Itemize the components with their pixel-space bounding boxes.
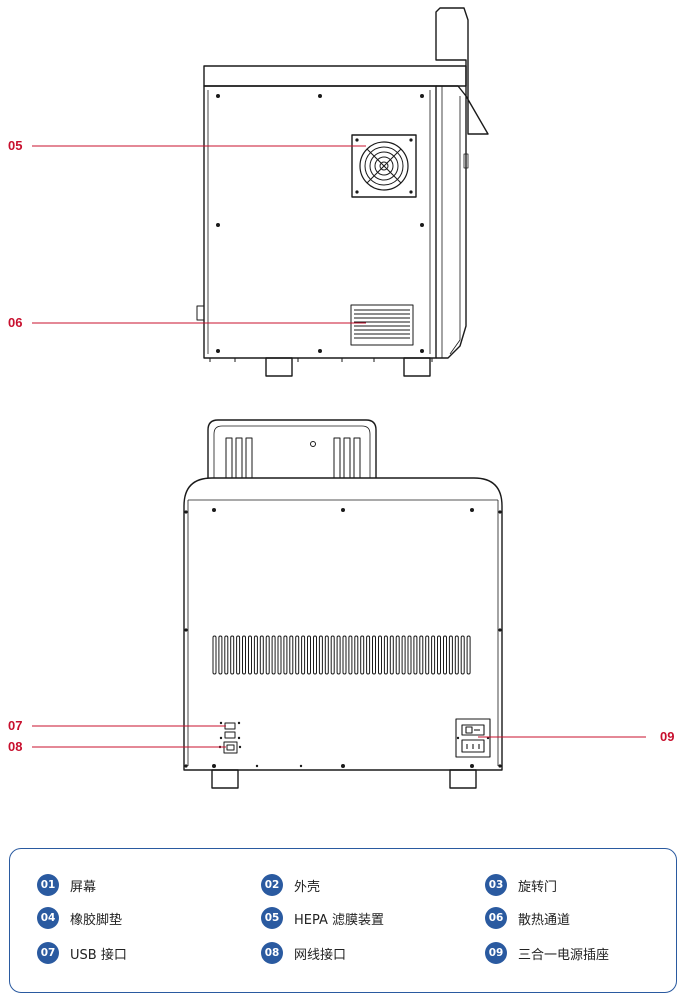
side-top-rim (203, 65, 467, 87)
grille-slot (419, 635, 424, 675)
grille-slot (360, 635, 365, 675)
grille-slot (301, 635, 306, 675)
grille-slot (466, 635, 471, 675)
grille-slot (383, 635, 388, 675)
grille-slot (460, 635, 465, 675)
grille-slot (378, 635, 382, 675)
legend-label: 外壳 (294, 879, 321, 895)
grille-slot (348, 635, 353, 675)
back-body (183, 477, 503, 771)
grille-slot (395, 635, 400, 675)
grille-slot (277, 635, 282, 675)
grille-slot (389, 635, 394, 675)
legend-label: 橡胶脚垫 (70, 912, 123, 928)
legend-label: 屏幕 (70, 879, 97, 895)
grille-slot (437, 635, 441, 675)
grille-slot (242, 635, 246, 675)
legend-badge: 09 (485, 942, 507, 964)
legend-label: 网线接口 (294, 947, 347, 963)
grille-slot (330, 635, 335, 675)
grille-slot (313, 635, 317, 675)
back-screws (184, 508, 502, 768)
grille-slot (248, 635, 252, 675)
grille-slot (253, 635, 258, 675)
callout-08: 08 (8, 739, 23, 754)
side-vent (350, 304, 414, 346)
legend-label: 旋转门 (518, 879, 558, 895)
grille-slot (283, 635, 288, 675)
callout-06: 06 (8, 315, 23, 330)
grille-slot (295, 635, 300, 675)
back-foot-left (211, 769, 239, 789)
power-socket (455, 718, 491, 758)
legend-item-03: 03 旋转门 (485, 874, 557, 896)
legend-item-01: 01 屏幕 (37, 874, 96, 896)
grille-slot (354, 635, 359, 675)
legend-badge: 02 (261, 874, 283, 896)
legend-badge: 08 (261, 942, 283, 964)
legend-item-05: 05 HEPA 滤膜装置 (261, 907, 384, 929)
legend-item-09: 09 三合一电源插座 (485, 942, 609, 964)
grille-slot (454, 635, 459, 675)
back-upper-slots (225, 437, 361, 479)
grille-slot (318, 635, 323, 675)
grille-slot (425, 635, 430, 675)
grille-slot (324, 635, 329, 675)
usb-ports (219, 721, 241, 740)
callout-07: 07 (8, 718, 23, 733)
grille-slot (413, 635, 418, 675)
side-body (203, 85, 437, 359)
grille-slot (336, 635, 341, 675)
side-foot-right (403, 357, 431, 377)
side-foot-left (265, 357, 293, 377)
side-screws (216, 94, 424, 353)
hepa-fan (351, 134, 417, 198)
legend-item-02: 02 外壳 (261, 874, 320, 896)
legend-label: 三合一电源插座 (518, 947, 610, 963)
legend-box: 01 屏幕 02 外壳 03 旋转门 04 橡胶脚垫 05 HEPA 滤膜装置 … (9, 848, 677, 993)
legend-badge: 04 (37, 907, 59, 929)
legend-badge: 06 (485, 907, 507, 929)
grille-slot (443, 635, 447, 675)
legend-label: 散热通道 (518, 912, 571, 928)
legend-item-06: 06 散热通道 (485, 907, 570, 929)
grille-slot (342, 635, 347, 675)
legend-badge: 05 (261, 907, 283, 929)
legend-label: HEPA 滤膜装置 (294, 912, 385, 928)
back-foot-right (449, 769, 477, 789)
back-vent-grille (212, 635, 471, 675)
grille-slot (224, 635, 229, 675)
callout-09: 09 (660, 729, 675, 744)
legend-badge: 03 (485, 874, 507, 896)
grille-slot (236, 635, 241, 675)
side-view (196, 7, 489, 377)
grille-slot (230, 635, 235, 675)
grille-slot (212, 635, 217, 675)
back-view (183, 419, 503, 789)
grille-slot (271, 635, 276, 675)
grille-slot (372, 635, 376, 675)
side-door-profile (436, 85, 467, 359)
grille-slot (366, 635, 371, 675)
grille-slot (218, 635, 223, 675)
callout-05: 05 (8, 138, 23, 153)
side-screen (435, 7, 489, 135)
callout-leaders (32, 145, 646, 748)
grille-slot (265, 635, 270, 675)
grille-slot (448, 635, 453, 675)
grille-slot (401, 635, 406, 675)
grille-slot (289, 635, 294, 675)
grille-slot (407, 635, 412, 675)
legend-badge: 07 (37, 942, 59, 964)
grille-slot (431, 635, 436, 675)
legend-item-04: 04 橡胶脚垫 (37, 907, 122, 929)
grille-slot (307, 635, 311, 675)
grille-slot (259, 635, 264, 675)
legend-badge: 01 (37, 874, 59, 896)
back-upper-panel (207, 419, 377, 478)
legend-item-08: 08 网线接口 (261, 942, 346, 964)
legend-label: USB 接口 (70, 947, 127, 963)
legend-item-07: 07 USB 接口 (37, 942, 127, 964)
